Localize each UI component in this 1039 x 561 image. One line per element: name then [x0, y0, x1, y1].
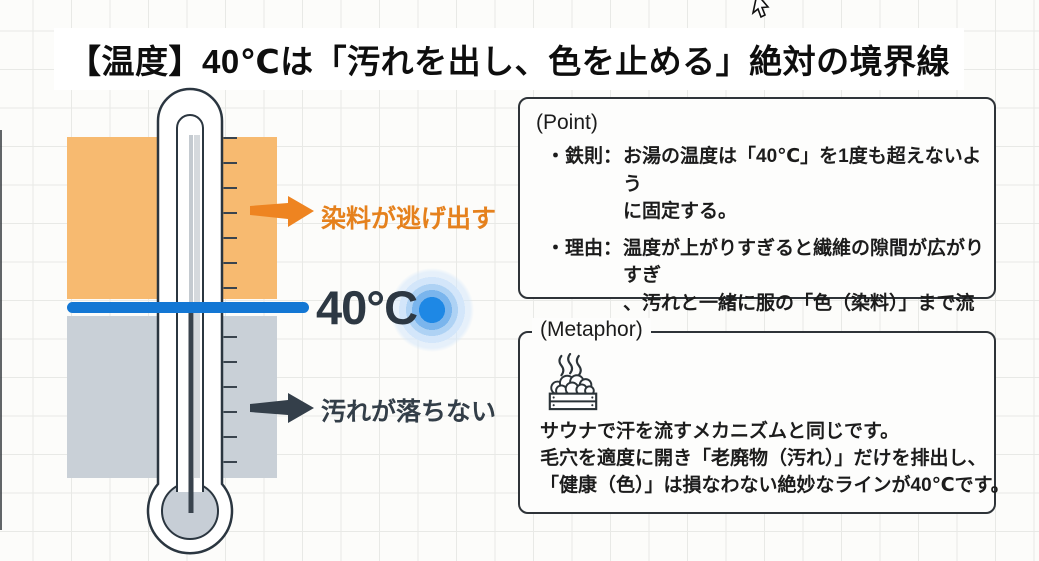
left-edge-line	[0, 130, 2, 530]
pulse-marker-icon	[390, 268, 474, 352]
point-heading: (Point)	[536, 111, 598, 134]
metaphor-line: 毛穴を適度に開き「老廃物（汚れ）」だけを排出し、	[540, 447, 987, 469]
metaphor-line: 「健康（色）」は損なわない絶妙なラインが40℃です。	[540, 474, 1010, 496]
thermometer-illustration	[146, 87, 237, 555]
dye-escapes-label: 染料が逃げ出す	[321, 205, 497, 233]
right-arrow-icon	[250, 196, 314, 227]
metaphor-heading: (Metaphor)	[532, 318, 651, 342]
metaphor-box: (Metaphor)	[518, 318, 1010, 514]
metaphor-text: サウナで汗を流すメカニズムと同じです。 毛穴を適度に開き「老廃物（汚れ）」だけを…	[540, 419, 1010, 500]
point-box: (Point) ・鉄則：お湯の温度は「40℃」を1度も超えないよう に固定する。…	[518, 97, 996, 369]
boundary-line	[67, 302, 309, 313]
bullet-label: ・理由：	[546, 237, 623, 259]
temperature-label: 40°C	[316, 281, 418, 334]
page-title: 【温度】40℃は「汚れを出し、色を止める」絶対の境界線	[54, 28, 965, 90]
bullet-text: お湯の温度は「40℃」を1度も超えないよう に固定する。	[623, 146, 982, 223]
sauna-stones-icon	[548, 353, 598, 411]
point-bullet-rule: ・鉄則：お湯の温度は「40℃」を1度も超えないよう に固定する。	[546, 143, 984, 226]
thermometer-scale-ticks	[223, 137, 237, 463]
mouse-cursor-icon	[751, 0, 770, 19]
right-arrow-icon	[250, 393, 314, 423]
bullet-label: ・鉄則：	[546, 146, 623, 167]
dirt-remains-label: 汚れが落ちない	[321, 398, 497, 426]
metaphor-line: サウナで汗を流すメカニズムと同じです。	[540, 421, 900, 442]
